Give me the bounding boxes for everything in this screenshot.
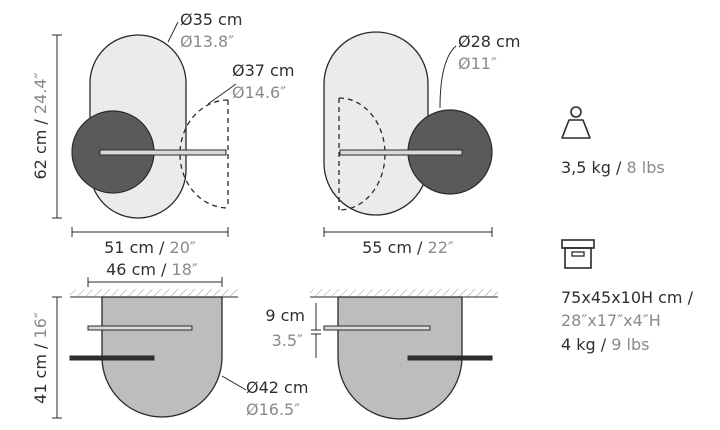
- product-weight: 3,5 kg / 8 lbs: [561, 158, 665, 177]
- depth-label: 41 cm / 16″: [31, 312, 50, 404]
- front-view-left: Ø35 cm Ø13.8″ Ø37 cm Ø14.6″ 62 cm / 24.4…: [31, 10, 294, 257]
- diam-disc-in: Ø11″: [458, 54, 497, 73]
- diam-in: Ø16.5″: [246, 400, 300, 419]
- swing-disc-outline: [338, 97, 386, 211]
- specs-panel: 3,5 kg / 8 lbs 75x45x10H cm / 28″x17″x4″…: [561, 106, 694, 354]
- upper-shelf-bar: [87, 325, 193, 331]
- lower-shelf-bar: [69, 355, 155, 361]
- top-view-left: 46 cm / 18″ 41 cm / 16″ Ø42 cm Ø16.5″: [31, 260, 308, 419]
- shelf-bar: [99, 149, 227, 156]
- box-dims-cm: 75x45x10H cm /: [561, 288, 694, 307]
- width-label: 46 cm / 18″: [106, 260, 198, 279]
- ceiling-hatch: [310, 289, 498, 297]
- leader-swing: [207, 83, 237, 105]
- leader-disc: [439, 45, 457, 109]
- height-label: 62 cm / 24.4″: [31, 72, 50, 179]
- diam-cm: Ø42 cm: [246, 378, 308, 397]
- weight-icon: [561, 106, 591, 139]
- leader-diam: [221, 375, 247, 391]
- box-icon: [561, 239, 595, 269]
- box-dims-in: 28″x17″x4″H: [561, 311, 661, 330]
- ceiling-hatch: [70, 289, 238, 297]
- diam-swing-cm: Ø37 cm: [232, 61, 294, 80]
- width-label: 55 cm / 22″: [362, 238, 454, 257]
- box-weight: 4 kg / 9 lbs: [561, 335, 649, 354]
- width-label: 51 cm / 20″: [104, 238, 196, 257]
- leader-top: [167, 21, 179, 43]
- diam-top-in: Ø13.8″: [180, 32, 234, 51]
- mirror-capsule: [323, 31, 429, 216]
- upper-shelf-bar: [323, 325, 431, 331]
- gap-cm: 9 cm: [265, 306, 305, 325]
- diam-top-cm: Ø35 cm: [180, 10, 242, 29]
- lower-shelf-bar: [407, 355, 493, 361]
- top-view-right: [310, 289, 498, 420]
- front-view-right: Ø28 cm Ø11″ 55 cm / 22″: [323, 31, 520, 257]
- diam-disc-cm: Ø28 cm: [458, 32, 520, 51]
- gap-in: 3.5″: [272, 331, 303, 350]
- swing-disc-outline: [179, 99, 229, 209]
- diam-swing-in: Ø14.6″: [232, 83, 286, 102]
- shelf-bar: [339, 149, 463, 156]
- gap-dimension: 9 cm 3.5″: [265, 303, 321, 358]
